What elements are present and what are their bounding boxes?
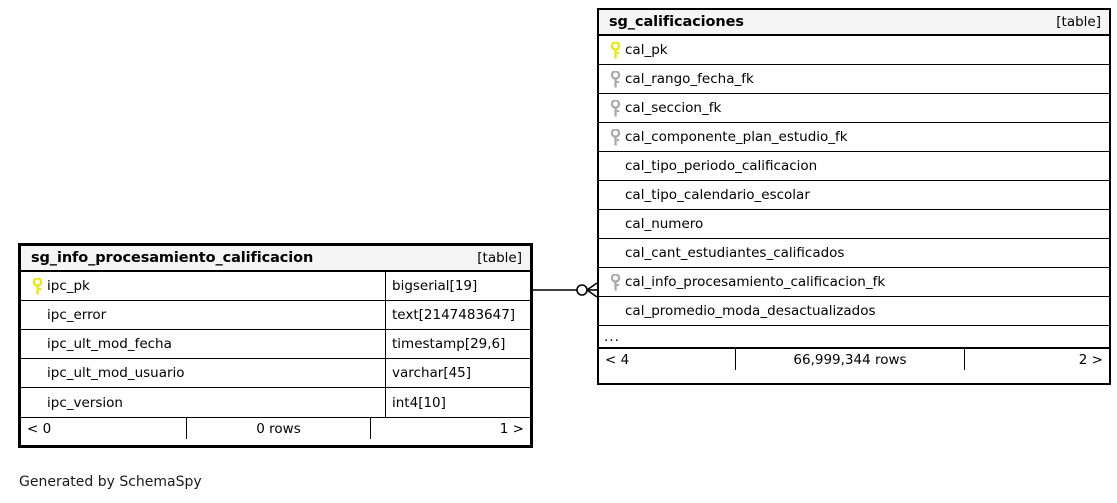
column-label: cal_numero [625,216,704,232]
table-kind-label: [table] [1056,14,1101,30]
table-entity-sg-calificaciones[interactable]: sg_calificaciones [table] cal_pk [597,8,1111,385]
column-name-cell: cal_rango_fecha_fk [599,65,1109,93]
column-type: bigserial[19] [385,272,530,300]
table-column-list: ipc_pk bigserial[19] ipc_error text[2147… [21,272,530,417]
column-label: ipc_pk [47,278,90,294]
row-count-label: 66,999,344 rows [735,349,965,370]
table-row[interactable]: ipc_ult_mod_usuario varchar[45] [21,359,530,388]
column-label: cal_promedio_moda_desactualizados [625,303,876,319]
column-name-cell: cal_tipo_calendario_escolar [599,181,1109,209]
column-label: cal_tipo_periodo_calificacion [625,158,818,174]
table-row[interactable]: cal_promedio_moda_desactualizados [599,297,1109,326]
table-title: sg_calificaciones [609,14,744,30]
column-name-cell: ipc_ult_mod_usuario [21,359,385,387]
column-label: cal_seccion_fk [625,100,722,116]
column-name-cell: cal_numero [599,210,1109,238]
primary-key-icon [605,41,625,59]
table-entity-sg-info-procesamiento-calificacion[interactable]: sg_info_procesamiento_calificacion [tabl… [18,243,533,448]
table-row[interactable]: ipc_error text[2147483647] [21,301,530,330]
column-label: ipc_ult_mod_usuario [47,365,185,381]
foreign-key-icon [605,70,625,88]
column-label: cal_info_procesamiento_calificacion_fk [625,274,886,290]
table-row[interactable]: cal_tipo_calendario_escolar [599,181,1109,210]
foreign-key-icon [605,128,625,146]
column-name-cell: ipc_error [21,301,385,329]
table-row[interactable]: cal_pk [599,36,1109,65]
column-name-cell: cal_info_procesamiento_calificacion_fk [599,268,1109,296]
column-name-cell: ipc_version [21,388,385,417]
column-name-cell: cal_componente_plan_estudio_fk [599,123,1109,151]
table-row[interactable]: cal_tipo_periodo_calificacion [599,152,1109,181]
column-type: int4[10] [385,388,530,417]
pager-next-button[interactable]: 2 > [1078,351,1103,368]
table-header: sg_info_procesamiento_calificacion [tabl… [21,246,530,272]
foreign-key-icon [605,273,625,291]
table-row[interactable]: cal_seccion_fk [599,94,1109,123]
column-label: ipc_error [47,307,107,323]
table-row[interactable]: cal_rango_fecha_fk [599,65,1109,94]
column-name-cell: ipc_pk [21,272,385,300]
pager-prev-button[interactable]: < 0 [27,420,52,437]
column-label: cal_tipo_calendario_escolar [625,187,810,203]
pager-next-button[interactable]: 1 > [499,420,524,437]
column-type: varchar[45] [385,359,530,387]
column-name-cell: ipc_ult_mod_fecha [21,330,385,358]
column-name-cell: cal_promedio_moda_desactualizados [599,297,1109,325]
column-name-cell: cal_seccion_fk [599,94,1109,122]
table-row[interactable]: cal_cant_estudiantes_calificados [599,239,1109,268]
table-row[interactable]: ipc_pk bigserial[19] [21,272,530,301]
table-title: sg_info_procesamiento_calificacion [31,250,314,266]
table-row[interactable]: cal_info_procesamiento_calificacion_fk [599,268,1109,297]
table-kind-label: [table] [477,250,522,266]
table-column-list: cal_pk cal_rango_fecha_fk [599,36,1109,348]
column-label: cal_pk [625,42,668,58]
table-row[interactable]: cal_numero [599,210,1109,239]
table-row[interactable]: ipc_version int4[10] [21,388,530,417]
column-label: ipc_ult_mod_fecha [47,336,172,352]
primary-key-icon [27,277,47,295]
column-name-cell: cal_tipo_periodo_calificacion [599,152,1109,180]
foreign-key-icon [605,99,625,117]
column-label: cal_cant_estudiantes_calificados [625,245,845,261]
column-name-cell: cal_pk [599,36,1109,64]
table-pager: < 4 66,999,344 rows 2 > [599,348,1109,370]
pager-prev-button[interactable]: < 4 [605,351,630,368]
column-label: cal_rango_fecha_fk [625,71,754,87]
table-row[interactable]: ipc_ult_mod_fecha timestamp[29,6] [21,330,530,359]
more-columns-indicator[interactable]: ... [599,326,1109,348]
column-type: text[2147483647] [385,301,530,329]
column-type: timestamp[29,6] [385,330,530,358]
table-row[interactable]: cal_componente_plan_estudio_fk [599,123,1109,152]
column-label: ipc_version [47,394,123,411]
table-header: sg_calificaciones [table] [599,10,1109,36]
relationship-connector[interactable] [530,272,602,308]
column-label: cal_componente_plan_estudio_fk [625,129,848,145]
column-name-cell: cal_cant_estudiantes_calificados [599,239,1109,267]
generated-by-label: Generated by SchemaSpy [19,474,202,490]
table-pager: < 0 0 rows 1 > [21,417,530,439]
row-count-label: 0 rows [186,418,371,439]
